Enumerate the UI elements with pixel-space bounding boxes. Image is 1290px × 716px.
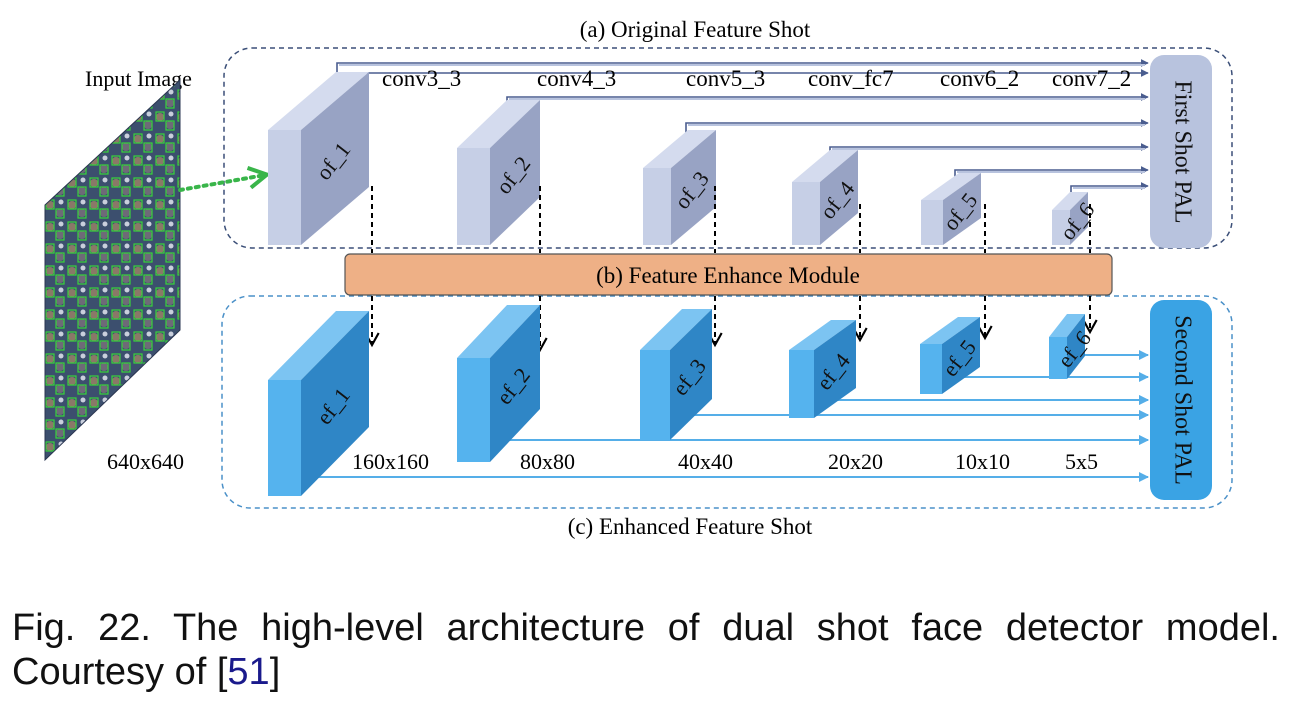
ef-4-front-face <box>789 350 814 418</box>
ef-2-block: ef_2 <box>457 305 540 462</box>
of-1-top-face <box>268 72 369 130</box>
of-4-top-face <box>792 150 858 182</box>
conv-label-2: conv4_3 <box>537 66 616 91</box>
caption-end: ] <box>269 651 281 693</box>
of-3-top-face <box>643 130 716 168</box>
of-6-top-face <box>1052 192 1088 210</box>
of-connection-2 <box>506 93 1149 118</box>
ef-6-block: ef_6 <box>1049 314 1096 379</box>
ef-1-block: ef_1 <box>268 311 369 496</box>
resolution-label-2: 80x80 <box>520 449 575 474</box>
of-4-side-face <box>820 150 858 245</box>
of-6-block: of_6 <box>1052 192 1099 245</box>
feature-enhance-module <box>344 253 1113 296</box>
of-4-front-face <box>792 182 820 245</box>
ef-2-top-face <box>457 305 540 358</box>
architecture-diagram: (a) Original Feature Shot (c) Enhanced F… <box>44 17 1233 539</box>
ef-1-side-face <box>301 311 369 496</box>
ef-6-side-face <box>1067 314 1085 379</box>
conv-label-6: conv7_2 <box>1052 66 1131 91</box>
ef-1-top-face <box>268 311 369 380</box>
of-1-side-face <box>301 72 369 245</box>
ef-5-side-face <box>942 317 980 394</box>
conv-label-4: conv_fc7 <box>808 66 894 91</box>
caption-text: Fig. 22. The high-level architecture of … <box>12 607 1280 693</box>
input-to-features-arrow <box>178 175 265 192</box>
conv-label-5: conv6_2 <box>940 66 1019 91</box>
ef-3-front-face <box>640 350 670 440</box>
ef-4-block: ef_4 <box>789 320 856 418</box>
of-2-block: of_2 <box>457 100 540 245</box>
of-6-front-face <box>1052 210 1070 245</box>
of-4-block: of_4 <box>792 150 859 245</box>
input-image <box>44 78 181 462</box>
resolution-label-3: 40x40 <box>678 449 733 474</box>
resolution-label-6: 5x5 <box>1065 449 1098 474</box>
of-connection-1 <box>336 59 1149 72</box>
ef-5-block: ef_5 <box>920 317 981 394</box>
ef-2-front-face <box>457 358 490 462</box>
second-shot-pal-label: Second Shot PAL <box>1169 315 1195 485</box>
of-3-block: of_3 <box>643 130 716 245</box>
ef-1-front-face <box>268 380 301 496</box>
caption-reference[interactable]: 51 <box>227 651 270 693</box>
enhanced-feature-panel <box>221 295 1233 509</box>
conv-label-1: conv3_3 <box>382 66 461 91</box>
of-3-front-face <box>643 168 671 245</box>
input-size-label: 640x640 <box>107 449 184 474</box>
of-6-side-face <box>1070 192 1088 245</box>
ef-6-top-face <box>1049 314 1085 337</box>
resolution-label-4: 20x20 <box>828 449 883 474</box>
ef-5-top-face <box>920 317 980 344</box>
ef-4-top-face <box>789 320 856 350</box>
of-5-front-face <box>921 200 943 245</box>
ef-5-front-face <box>920 344 942 394</box>
of-2-top-face <box>457 100 540 148</box>
ef-3-block: ef_3 <box>640 309 712 440</box>
first-shot-pal-box <box>1150 55 1212 248</box>
ef-2-side-face <box>490 305 540 462</box>
ef-3-side-face <box>670 309 712 440</box>
feature-enhance-module-label: (b) Feature Enhance Module <box>596 263 860 288</box>
of-1-block: of_1 <box>268 72 369 245</box>
resolution-label-1: 160x160 <box>352 449 429 474</box>
of-5-block: of_5 <box>921 173 982 245</box>
of-2-front-face <box>457 148 490 245</box>
of-5-top-face <box>921 173 981 200</box>
of-3-side-face <box>671 130 716 245</box>
enhanced-feature-shot-title: (c) Enhanced Feature Shot <box>568 514 813 539</box>
conv-label-3: conv5_3 <box>686 66 765 91</box>
of-2-side-face <box>490 100 540 245</box>
figure-caption: Fig. 22. The high-level architecture of … <box>12 606 1280 694</box>
of-connection-4 <box>829 143 1149 160</box>
original-feature-shot-title: (a) Original Feature Shot <box>580 17 811 42</box>
of-connection-3 <box>685 119 1149 148</box>
of-connection-5 <box>954 166 1149 180</box>
of-5-side-face <box>943 173 981 245</box>
ef-4-side-face <box>814 320 856 418</box>
resolution-label-5: 10x10 <box>955 449 1010 474</box>
original-feature-panel <box>223 47 1233 249</box>
first-shot-pal-label: First Shot PAL <box>1169 80 1195 223</box>
second-shot-pal-box <box>1150 300 1212 500</box>
of-1-front-face <box>268 130 301 245</box>
ef-3-top-face <box>640 309 712 350</box>
ef-6-front-face <box>1049 337 1067 379</box>
